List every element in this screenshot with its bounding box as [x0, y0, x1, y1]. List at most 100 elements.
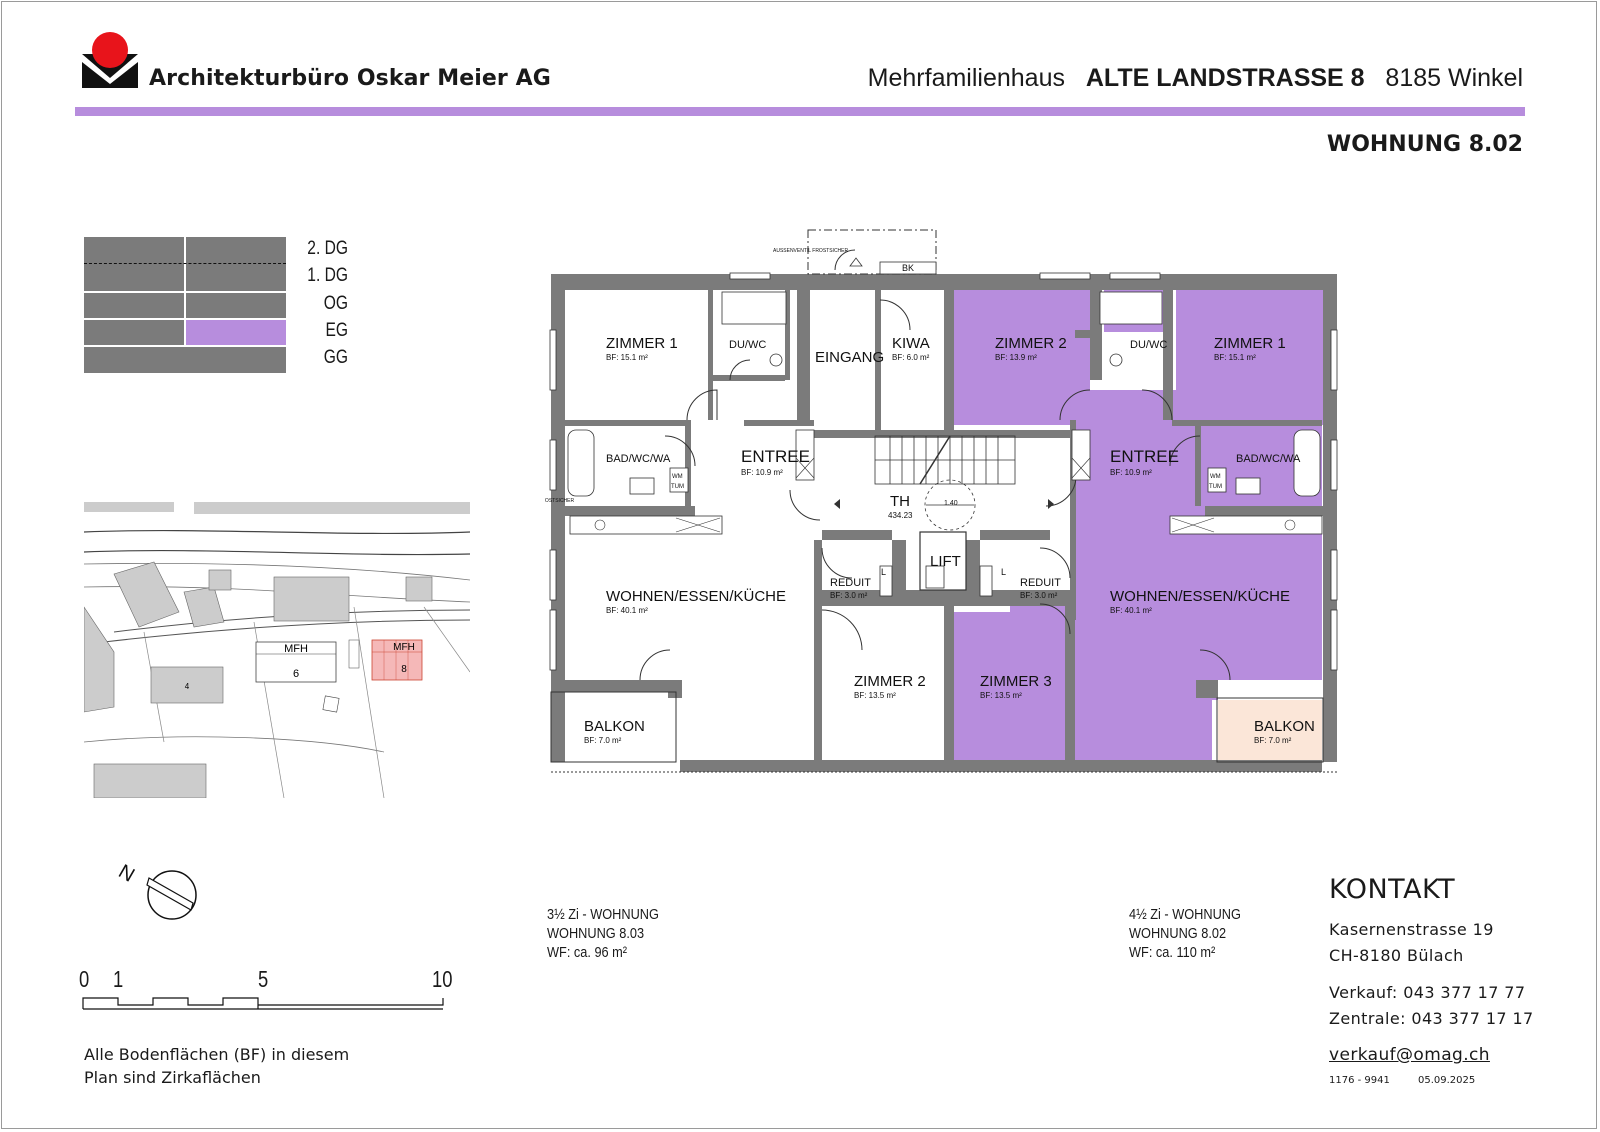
area-balkon-right: BF: 7.0 m²: [1254, 736, 1292, 745]
floor-block-og-right: [186, 293, 286, 318]
label-tum-right: TUM: [1209, 484, 1222, 490]
contact-city: CH-8180 Bülach: [1329, 946, 1464, 965]
room-bad-left: BAD/WC/WA: [606, 453, 671, 465]
contact-email-link[interactable]: verkauf@omag.ch: [1329, 1045, 1490, 1065]
contact-title: KONTAKT: [1329, 874, 1456, 905]
scale-bar: [82, 997, 444, 1010]
label-l-left: L: [881, 567, 886, 577]
area-reduit-right: BF: 3.0 m²: [1020, 591, 1058, 600]
building-type: Mehrfamilienhaus: [867, 64, 1065, 92]
area-zimmer3: BF: 13.5 m²: [980, 691, 1022, 700]
label-stair-width: 1.40: [944, 500, 958, 507]
room-bad-right: BAD/WC/WA: [1236, 453, 1301, 465]
site-label-mfh-8: MFH: [393, 642, 415, 653]
area-zimmer2-left: BF: 13.5 m²: [854, 691, 896, 700]
area-wohnen-left: BF: 40.1 m²: [606, 606, 648, 615]
project-title: Mehrfamilienhaus ALTE LANDSTRASSE 8 8185…: [868, 64, 1523, 93]
floor-label-eg: EG: [325, 320, 348, 341]
floor-block-gg: [84, 347, 286, 373]
area-zimmer1-right: BF: 15.1 m²: [1214, 353, 1256, 362]
room-duwc-left: DU/WC: [729, 339, 766, 351]
scale-label-5: 5: [258, 966, 269, 992]
room-reduit-left: REDUIT: [830, 577, 871, 589]
label-bk: BK: [902, 263, 914, 273]
room-eingang: EINGANG: [815, 349, 884, 366]
fill-zimmer3: [951, 612, 1071, 762]
floor-selector: [84, 237, 286, 373]
contact-sales-phone: Verkauf: 043 377 17 77: [1329, 983, 1526, 1002]
unit-wf-802: WF: ca. 110 m²: [1129, 944, 1216, 961]
north-label: N: [115, 860, 138, 886]
room-zimmer3: ZIMMER 3: [980, 673, 1052, 690]
floor-block-dg-left: [84, 237, 184, 291]
area-zimmer2-right: BF: 13.9 m²: [995, 353, 1037, 362]
room-wohnen-right: WOHNEN/ESSEN/KÜCHE: [1110, 587, 1290, 605]
area-zimmer1-left: BF: 15.1 m²: [606, 353, 648, 362]
room-lift: LIFT: [930, 553, 961, 570]
room-th: TH: [890, 493, 910, 510]
area-reduit-left: BF: 3.0 m²: [830, 591, 868, 600]
note-line-2: Plan sind Zirkaflächen: [84, 1068, 261, 1087]
floor-label-og: OG: [323, 293, 348, 314]
label-tum-left: TUM: [671, 484, 684, 490]
area-wohnen-right: BF: 40.1 m²: [1110, 606, 1152, 615]
north-arrow-icon: N: [115, 860, 197, 920]
firm-name: Architekturbüro Oskar Meier AG: [149, 66, 551, 91]
label-outlet-left: AUSSENVENTIL FROSTSICHER: [545, 498, 574, 504]
room-zimmer2-left: ZIMMER 2: [854, 673, 926, 690]
room-zimmer2-right: ZIMMER 2: [995, 335, 1067, 352]
area-kiwa: BF: 6.0 m²: [892, 353, 930, 362]
site-label-4: 4: [185, 682, 190, 691]
contact-street: Kasernenstrasse 19: [1329, 920, 1494, 939]
site-plan: MFH 6 4 MFH 8: [84, 502, 470, 798]
floor-label-2dg: 2. DG: [307, 238, 348, 259]
room-zimmer1-left: ZIMMER 1: [606, 335, 678, 352]
floor-label-gg: GG: [323, 347, 348, 368]
room-duwc-right: DU/WC: [1130, 339, 1167, 351]
document-code: 1176 - 9941: [1329, 1075, 1390, 1086]
unit-rooms-803: 3½ Zi - WOHNUNG: [547, 906, 659, 923]
label-l-right: L: [1001, 567, 1006, 577]
area-entree-left: BF: 10.9 m²: [741, 468, 783, 477]
floor-divider: [84, 263, 286, 264]
room-wohnen-left: WOHNEN/ESSEN/KÜCHE: [606, 587, 786, 605]
floor-block-eg-left: [84, 320, 184, 345]
floor-block-og-left: [84, 293, 184, 318]
contact-central-phone: Zentrale: 043 377 17 17: [1329, 1009, 1534, 1028]
unit-title: WOHNUNG 8.02: [1326, 132, 1523, 157]
fill-zimmer2-right: [951, 290, 1090, 425]
floor-block-eg-highlight: [186, 320, 286, 345]
scale-label-10: 10: [432, 966, 453, 992]
fill-balkon-right: [1218, 700, 1322, 762]
room-zimmer1-right: ZIMMER 1: [1214, 335, 1286, 352]
label-wm-left: WM: [672, 474, 683, 480]
unit-rooms-802: 4½ Zi - WOHNUNG: [1129, 906, 1241, 923]
site-label-6: 6: [293, 668, 299, 680]
room-entree-left: ENTREE: [741, 447, 810, 466]
area-entree-right: BF: 10.9 m²: [1110, 468, 1152, 477]
room-reduit-right: REDUIT: [1020, 577, 1061, 589]
floor-plan: ZIMMER 1 BF: 15.1 m² DU/WC EINGANG KIWA …: [545, 229, 1338, 773]
scale-label-1: 1: [113, 966, 124, 992]
project-town: 8185 Winkel: [1385, 64, 1523, 92]
unit-name-803: WOHNUNG 8.03: [547, 925, 645, 942]
note-line-1: Alle Bodenflächen (BF) in diesem: [84, 1045, 350, 1064]
project-address: ALTE LANDSTRASSE 8: [1085, 64, 1365, 92]
accent-bar: [75, 107, 1525, 116]
unit-wf-803: WF: ca. 96 m²: [547, 944, 628, 961]
th-level: 434.23: [888, 511, 913, 520]
room-balkon-left: BALKON: [584, 718, 645, 735]
unit-name-802: WOHNUNG 8.02: [1129, 925, 1227, 942]
floor-block-dg-right: [186, 237, 286, 291]
area-balkon-left: BF: 7.0 m²: [584, 736, 622, 745]
unit-info-803: 3½ Zi - WOHNUNG WOHNUNG 8.03 WF: ca. 96 …: [547, 905, 659, 962]
room-entree-right: ENTREE: [1110, 447, 1179, 466]
scale-label-0: 0: [79, 966, 90, 992]
site-label-8: 8: [401, 664, 407, 675]
label-wm-right: WM: [1210, 474, 1221, 480]
document-date: 05.09.2025: [1418, 1075, 1476, 1086]
company-logo: [82, 32, 138, 88]
room-kiwa: KIWA: [892, 335, 930, 352]
unit-info-802: 4½ Zi - WOHNUNG WOHNUNG 8.02 WF: ca. 110…: [1129, 905, 1241, 962]
